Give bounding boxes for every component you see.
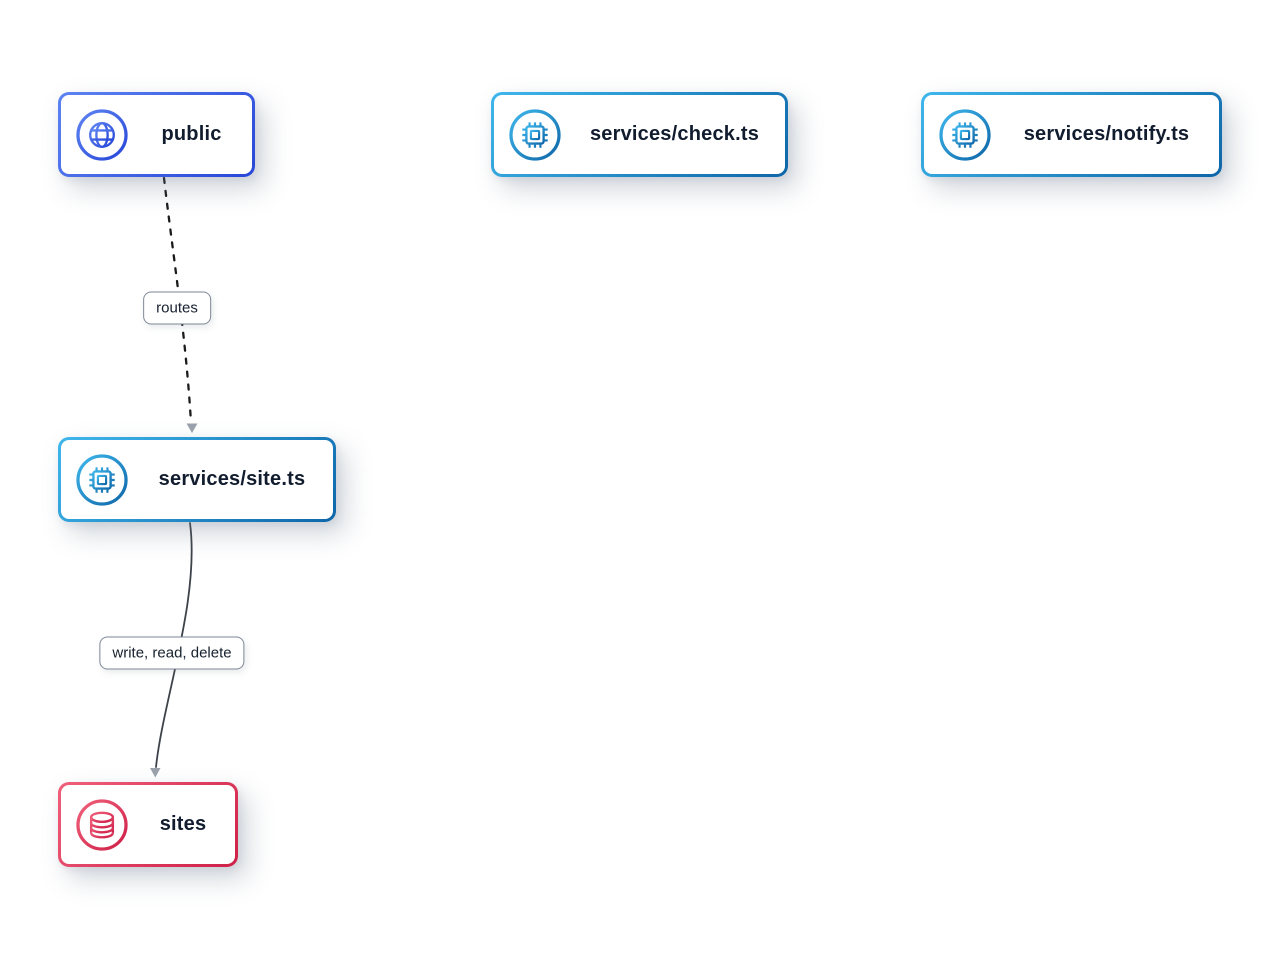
chip-icon: [936, 106, 994, 164]
edge-arrowhead: [150, 768, 161, 778]
chip-icon: [73, 451, 131, 509]
edge-label-routes: routes: [143, 291, 211, 325]
node-label: services/check.ts: [589, 123, 760, 145]
node-label: services/site.ts: [158, 468, 306, 490]
node-services-site[interactable]: services/site.ts: [58, 437, 336, 522]
edge-label-write-read-delete: write, read, delete: [99, 636, 245, 670]
node-body: services/check.ts: [494, 95, 785, 174]
node-sites[interactable]: sites: [58, 782, 238, 867]
edge-arrowhead: [186, 423, 198, 433]
node-services-check[interactable]: services/check.ts: [491, 92, 788, 177]
node-services-notify[interactable]: services/notify.ts: [921, 92, 1222, 177]
node-label: sites: [159, 813, 207, 835]
database-icon: [73, 796, 131, 854]
node-body: services/site.ts: [61, 440, 333, 519]
node-body: services/notify.ts: [924, 95, 1219, 174]
node-body: public: [61, 95, 252, 174]
node-public[interactable]: public: [58, 92, 255, 177]
node-label: public: [161, 123, 222, 145]
node-body: sites: [61, 785, 235, 864]
chip-icon: [506, 106, 564, 164]
globe-icon: [73, 106, 131, 164]
node-label: services/notify.ts: [1023, 123, 1190, 145]
